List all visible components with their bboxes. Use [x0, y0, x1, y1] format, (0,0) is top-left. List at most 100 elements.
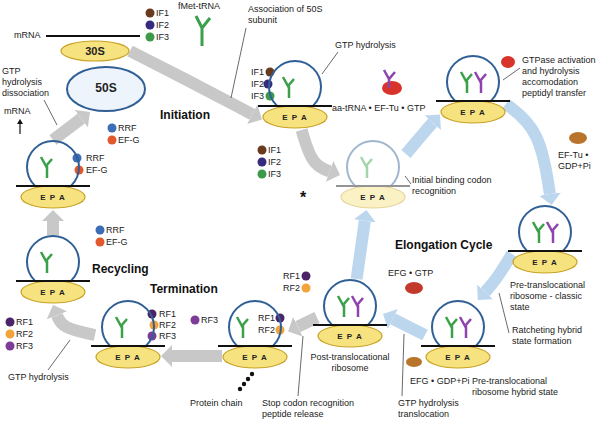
annotation: aa-tRNA • EF-Tu • GTP [332, 103, 426, 114]
small-subunit-shape [318, 325, 382, 347]
label-anchor: aa-tRNA • EF-Tu • GTP [332, 103, 426, 114]
pathway-arrow [485, 254, 512, 292]
site-letters: E P A [532, 258, 557, 268]
pathway-arrow [172, 350, 222, 362]
ef-tu-gdp [569, 132, 587, 144]
label-anchor: IF3 [268, 169, 281, 180]
ribosome-shape [91, 301, 165, 368]
phase-label: Termination [150, 282, 218, 296]
annotation: RF1 [258, 313, 275, 324]
subunit-shape [67, 67, 145, 111]
leader-group [44, 28, 520, 396]
mrna-strand [16, 280, 90, 282]
leader-line [44, 100, 57, 125]
annotation: Protein chain [190, 398, 243, 409]
label-anchor: Initial binding codon recognition [412, 175, 492, 197]
annotation: RF2 [159, 320, 176, 331]
annotation: Ratcheting hybrid state formation [512, 325, 594, 347]
trna-group [41, 72, 558, 338]
if1-dot [146, 9, 155, 18]
phase-label: Recycling [92, 262, 149, 276]
site-letters: E P A [115, 353, 140, 363]
small-subunit-shape [263, 106, 327, 128]
release-arrowhead [17, 119, 23, 124]
mrna-strand [46, 35, 140, 37]
label-anchor: mRNA [14, 30, 41, 41]
ribosome: E P A [262, 60, 328, 130]
label-anchor: Recycling [92, 262, 149, 276]
label-anchor: Stop codon recognition peptide release [262, 398, 372, 420]
leader-line [503, 68, 520, 80]
annotation: Pre-translocational ribosome hybrid stat… [472, 376, 572, 398]
label-anchor: RF3 [201, 315, 218, 326]
annotation: Association of 50S subunit [248, 4, 323, 26]
small-subunit-shape [426, 346, 490, 368]
label-anchor: * [300, 190, 306, 206]
ribosome-shape [508, 206, 582, 273]
label-anchor: RF2 [16, 329, 33, 340]
label-anchor: GTP hydrolysis translocation [398, 398, 468, 420]
annotation: IF3 [156, 32, 169, 43]
trna [461, 72, 472, 93]
annotation: EFG • GDP+Pi [410, 376, 469, 387]
small-subunit-shape [341, 186, 405, 208]
fmet-trna [196, 16, 210, 46]
label-anchor: GTP hydrolysis dissociation [2, 66, 60, 99]
ribosome: E P A [425, 300, 491, 370]
label-anchor: RF2 [283, 283, 300, 294]
label-anchor: GTPase activation and hydrolysis accomod… [522, 55, 598, 99]
subunit-name: 50S [95, 82, 116, 96]
annotation: RF3 [16, 341, 33, 352]
ribosome: E P A [340, 140, 406, 210]
pathway-arrow [53, 119, 81, 140]
annotation: GTP hydrolysis dissociation [2, 66, 60, 99]
release-arrow [19, 123, 20, 134]
annotation: IF3 [268, 169, 281, 180]
label-anchor: IF1 [156, 8, 169, 19]
leader-line [402, 334, 404, 396]
annotation: EF-G [118, 135, 140, 146]
label-anchor: Termination [150, 282, 218, 296]
pathway-arrow [57, 315, 95, 335]
small-subunit-shape [223, 346, 287, 368]
annotation: RF3 [201, 315, 218, 326]
label-anchor: RRF [86, 153, 105, 164]
trna [361, 157, 372, 178]
small-subunit-shape [21, 281, 85, 303]
label-anchor: mRNA [4, 106, 31, 117]
annotation: Initial binding codon recognition [412, 175, 492, 197]
site-letters: E P A [337, 332, 362, 342]
label-anchor: Pre-translocational ribosome hybrid stat… [472, 376, 572, 398]
label-anchor: Ratcheting hybrid state formation [512, 325, 594, 347]
label-anchor: IF3 [251, 91, 264, 102]
annotation: mRNA [4, 106, 31, 117]
pathway-arrow [506, 104, 550, 194]
annotation: fMet-tRNA [178, 1, 220, 12]
large-subunit: 50S [66, 66, 146, 112]
if2-dot [258, 158, 267, 167]
pathway-arrow [47, 221, 59, 235]
ribosome: E P A [222, 300, 288, 370]
rf3-dot [191, 316, 200, 325]
efg-dot [108, 136, 117, 145]
label-anchor: EF-Tu • GDP+Pi [558, 150, 598, 172]
pathway-arrow [406, 123, 433, 154]
trna [475, 72, 486, 93]
annotation: GTP hydrolysis [335, 40, 396, 51]
rf1-dot [6, 318, 15, 327]
ef-tu-complex [382, 81, 402, 95]
label-anchor: EF-G [118, 135, 140, 146]
annotation: Post-translocational ribosome [302, 352, 398, 374]
leader-line [298, 336, 303, 396]
label-anchor: Pre-translocational ribosome - classic s… [510, 280, 598, 313]
ribosome: E P A [20, 140, 86, 210]
label-anchor: GTP hydrolysis [8, 372, 69, 383]
if2-dot [146, 21, 155, 30]
phase-label: * [300, 190, 306, 206]
subunit-name: 30S [85, 45, 105, 58]
label-anchor: RF1 [159, 309, 176, 320]
ribosome: E P A [512, 205, 578, 275]
ribosome-shape [436, 56, 510, 123]
